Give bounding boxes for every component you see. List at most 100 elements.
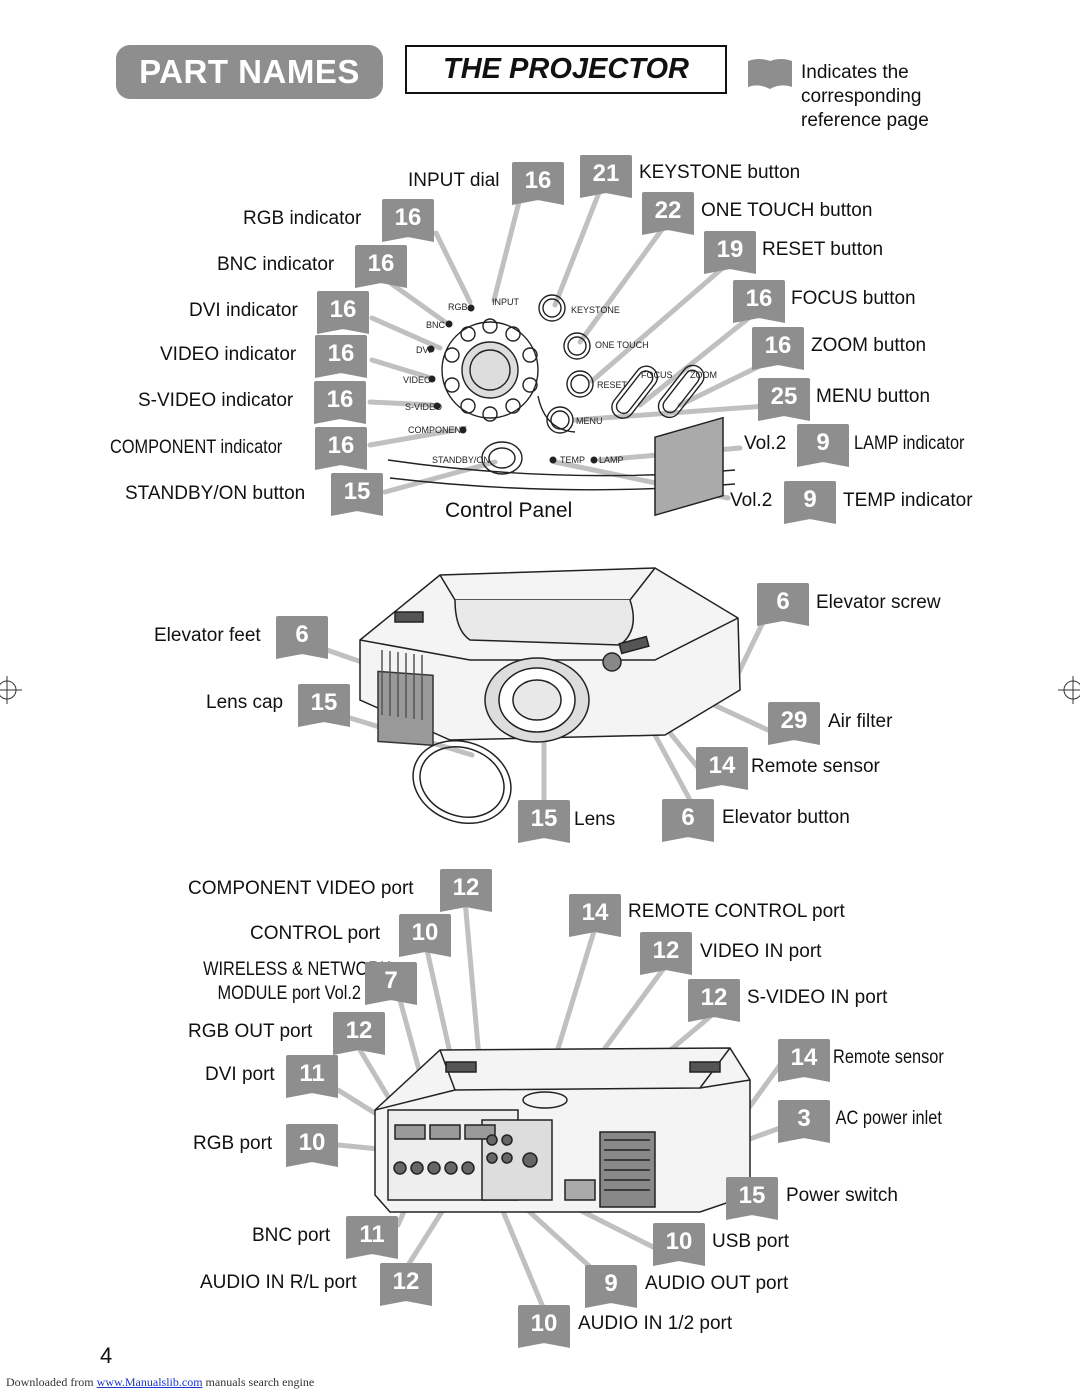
panel-reset-text: RESET [597, 380, 628, 390]
ac-power-inlet-page: 3 [778, 1100, 830, 1138]
footer-suffix: manuals search engine [202, 1375, 315, 1389]
registration-marks [0, 676, 1080, 704]
footer-prefix: Downloaded from [6, 1375, 97, 1389]
control-port-label: CONTROL port [250, 923, 381, 944]
lens-cap-label: Lens cap [206, 692, 284, 713]
svideo-indicator-label: S-VIDEO indicator [138, 390, 294, 411]
keystone-button-page: 21 [580, 155, 632, 193]
rgb-out-port-label: RGB OUT port [188, 1021, 313, 1042]
video-indicator-page: 16 [315, 335, 367, 373]
reset-button-page: 19 [704, 231, 756, 269]
footer: Downloaded from www.Manualslib.com manua… [6, 1375, 314, 1390]
elevator-feet-page: 6 [276, 616, 328, 654]
component-indicator-label: COMPONENT indicator [110, 437, 283, 458]
zoom-button-page: 16 [752, 327, 804, 365]
elevator-button-label: Elevator button [722, 807, 850, 828]
panel-video-text: VIDEO [403, 375, 431, 385]
rgb-out-port-page: 12 [333, 1012, 385, 1050]
component-video-port-label: COMPONENT VIDEO port [188, 878, 414, 899]
wireless-network-label-line2: MODULE port Vol.2 [217, 983, 361, 1004]
audio-in-rl-port-page: 12 [380, 1263, 432, 1301]
dvi-port-label: DVI port [205, 1064, 275, 1085]
panel-temp-text: TEMP [560, 455, 585, 465]
rear-remote-sensor-page: 14 [778, 1039, 830, 1077]
temp-vol-label: Vol.2 [730, 490, 773, 511]
panel-rgb-text: RGB [448, 302, 468, 312]
power-switch-page: 15 [726, 1177, 778, 1215]
page-number: 4 [100, 1343, 113, 1368]
rgb-port-label: RGB port [193, 1133, 273, 1154]
focus-button-label: FOCUS button [791, 288, 916, 309]
lamp-indicator-page: 9 [797, 424, 849, 462]
elevator-button-page: 6 [662, 799, 714, 837]
projector-front-drawing [359, 416, 741, 825]
panel-input-text: INPUT [492, 297, 520, 307]
air-filter-page: 29 [768, 702, 820, 740]
reset-button-label: RESET button [762, 239, 884, 260]
elevator-feet-label: Elevator feet [154, 625, 261, 646]
control-port-page: 10 [399, 914, 451, 952]
video-in-port-page: 12 [640, 932, 692, 970]
rgb-port-page: 10 [286, 1124, 338, 1162]
ac-power-inlet-label: AC power inlet [835, 1108, 942, 1129]
wireless-network-label-line1: WIRELESS & NETWORK [203, 959, 391, 980]
legend-text: Indicates the corresponding reference pa… [801, 62, 929, 131]
lens-label: Lens [574, 809, 616, 830]
lens-cap-page: 15 [298, 684, 350, 722]
dvi-indicator-page: 16 [317, 291, 369, 329]
projector-rear-drawing [374, 1047, 751, 1213]
audio-out-port-label: AUDIO OUT port [645, 1273, 789, 1294]
input-dial-label: INPUT dial [408, 170, 500, 191]
keystone-button-label: KEYSTONE button [639, 162, 801, 183]
front-remote-sensor-page: 14 [696, 747, 748, 785]
panel-keystone-text: KEYSTONE [571, 305, 620, 315]
temp-indicator-page: 9 [784, 481, 836, 519]
audio-in-12-port-page: 10 [518, 1305, 570, 1343]
video-indicator-label: VIDEO indicator [160, 344, 297, 365]
zoom-button-label: ZOOM button [811, 335, 927, 356]
one-touch-button-page: 22 [642, 192, 694, 230]
rear-remote-sensor-label: Remote sensor [833, 1047, 944, 1068]
panel-component-text: COMPONENT [408, 425, 467, 435]
rgb-indicator-page: 16 [382, 199, 434, 237]
video-in-port-label: VIDEO IN port [700, 941, 822, 962]
svideo-in-port-page: 12 [688, 979, 740, 1017]
panel-standby-text: STANDBY/ON [432, 455, 490, 465]
audio-in-12-port-label: AUDIO IN 1/2 port [578, 1313, 733, 1334]
page-subtitle: THE PROJECTOR [405, 45, 727, 94]
book-icon [748, 57, 792, 91]
power-switch-label: Power switch [786, 1185, 898, 1206]
usb-port-page: 10 [653, 1223, 705, 1261]
panel-lamp-text: LAMP [599, 455, 624, 465]
input-dial-page: 16 [512, 162, 564, 200]
panel-zoom-text: ZOOM [690, 370, 717, 380]
focus-button-page: 16 [733, 280, 785, 318]
bnc-port-label: BNC port [252, 1225, 331, 1246]
rgb-indicator-label: RGB indicator [243, 208, 362, 229]
panel-focus-text: FOCUS [641, 370, 673, 380]
air-filter-label: Air filter [828, 711, 893, 732]
audio-in-rl-port-label: AUDIO IN R/L port [200, 1272, 357, 1293]
front-remote-sensor-label: Remote sensor [751, 756, 880, 777]
section-title: PART NAMES [116, 45, 383, 99]
bnc-port-page: 11 [346, 1216, 398, 1254]
panel-one-touch-text: ONE TOUCH [595, 340, 649, 350]
lamp-indicator-label: LAMP indicator [853, 433, 965, 454]
dvi-port-page: 11 [286, 1055, 338, 1093]
remote-control-port-label: REMOTE CONTROL port [628, 901, 845, 922]
svideo-in-port-label: S-VIDEO IN port [747, 987, 888, 1008]
panel-menu-text: MENU [576, 416, 603, 426]
remote-control-port-page: 14 [569, 894, 621, 932]
audio-out-port-page: 9 [585, 1265, 637, 1303]
component-video-port-page: 12 [440, 869, 492, 907]
bnc-indicator-page: 16 [355, 245, 407, 283]
usb-port-label: USB port [712, 1231, 790, 1252]
elevator-screw-label: Elevator screw [816, 592, 941, 613]
footer-link[interactable]: www.Manualslib.com [96, 1375, 203, 1389]
standby-button-page: 15 [331, 473, 383, 511]
one-touch-button-label: ONE TOUCH button [701, 200, 873, 221]
panel-dvi-text: DVI [416, 345, 431, 355]
elevator-screw-page: 6 [757, 583, 809, 621]
control-panel-caption: Control Panel [445, 499, 573, 522]
